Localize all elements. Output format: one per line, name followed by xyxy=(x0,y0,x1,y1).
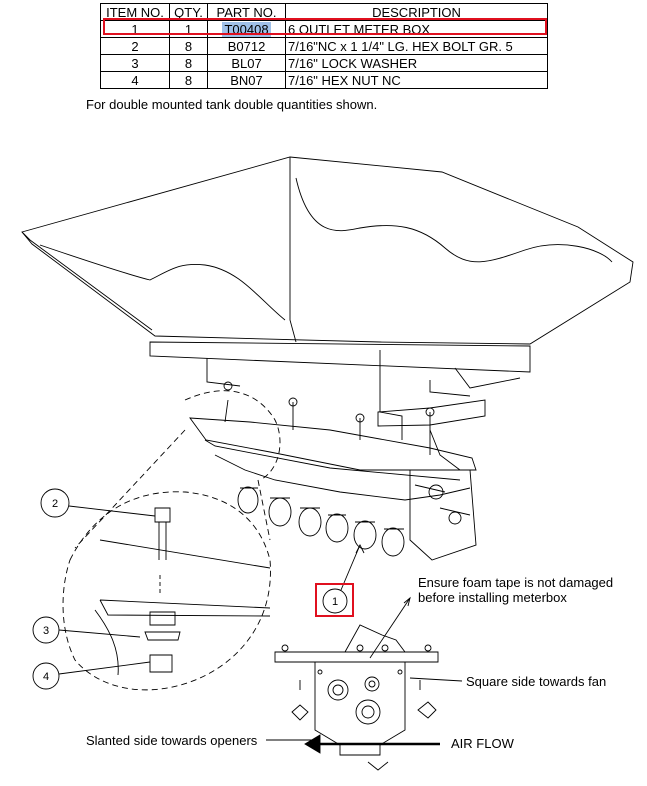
callout-4: 4 xyxy=(43,671,49,683)
callout-1-highlight-box xyxy=(315,583,354,617)
callout-2: 2 xyxy=(52,498,58,510)
foam-tape-note-line1: Ensure foam tape is not damaged xyxy=(418,575,614,590)
callout-numbers: 2 3 4 1 xyxy=(43,498,338,683)
callout-leaders xyxy=(32,488,365,690)
table-row: 2 8 B0712 7/16"NC x 1 1/4" LG. HEX BOLT … xyxy=(100,37,548,55)
table-row: 3 8 BL07 7/16" LOCK WASHER xyxy=(100,54,548,72)
meterbox-end-view xyxy=(266,596,463,771)
square-side-label: Square side towards fan xyxy=(466,674,607,689)
table-row: 4 8 BN07 7/16" HEX NUT NC xyxy=(100,71,548,89)
meter-box xyxy=(189,381,477,561)
cell-part: B0712 xyxy=(207,37,286,55)
selected-part-number[interactable]: T00408 xyxy=(222,21,271,37)
tank-hopper xyxy=(21,156,634,440)
air-flow-arrow xyxy=(304,734,440,754)
quantity-note: For double mounted tank double quantitie… xyxy=(86,97,378,112)
callout-3: 3 xyxy=(43,625,49,637)
detail-bolt-stack xyxy=(94,507,271,676)
cell-description: 7/16" HEX NUT NC xyxy=(285,71,548,89)
air-flow-label: AIR FLOW xyxy=(451,736,514,751)
parts-table: ITEM NO. QTY. PART NO. DESCRIPTION 1 1 T… xyxy=(100,3,548,89)
table-header-row: ITEM NO. QTY. PART NO. DESCRIPTION xyxy=(100,3,548,21)
slanted-side-label: Slanted side towards openers xyxy=(86,733,258,748)
detail-circle xyxy=(62,390,281,691)
cell-part: BN07 xyxy=(207,71,286,89)
cell-description: 7/16"NC x 1 1/4" LG. HEX BOLT GR. 5 xyxy=(285,37,548,55)
foam-tape-note-line2: before installing meterbox xyxy=(418,590,567,605)
callout-1: 1 xyxy=(332,596,338,608)
